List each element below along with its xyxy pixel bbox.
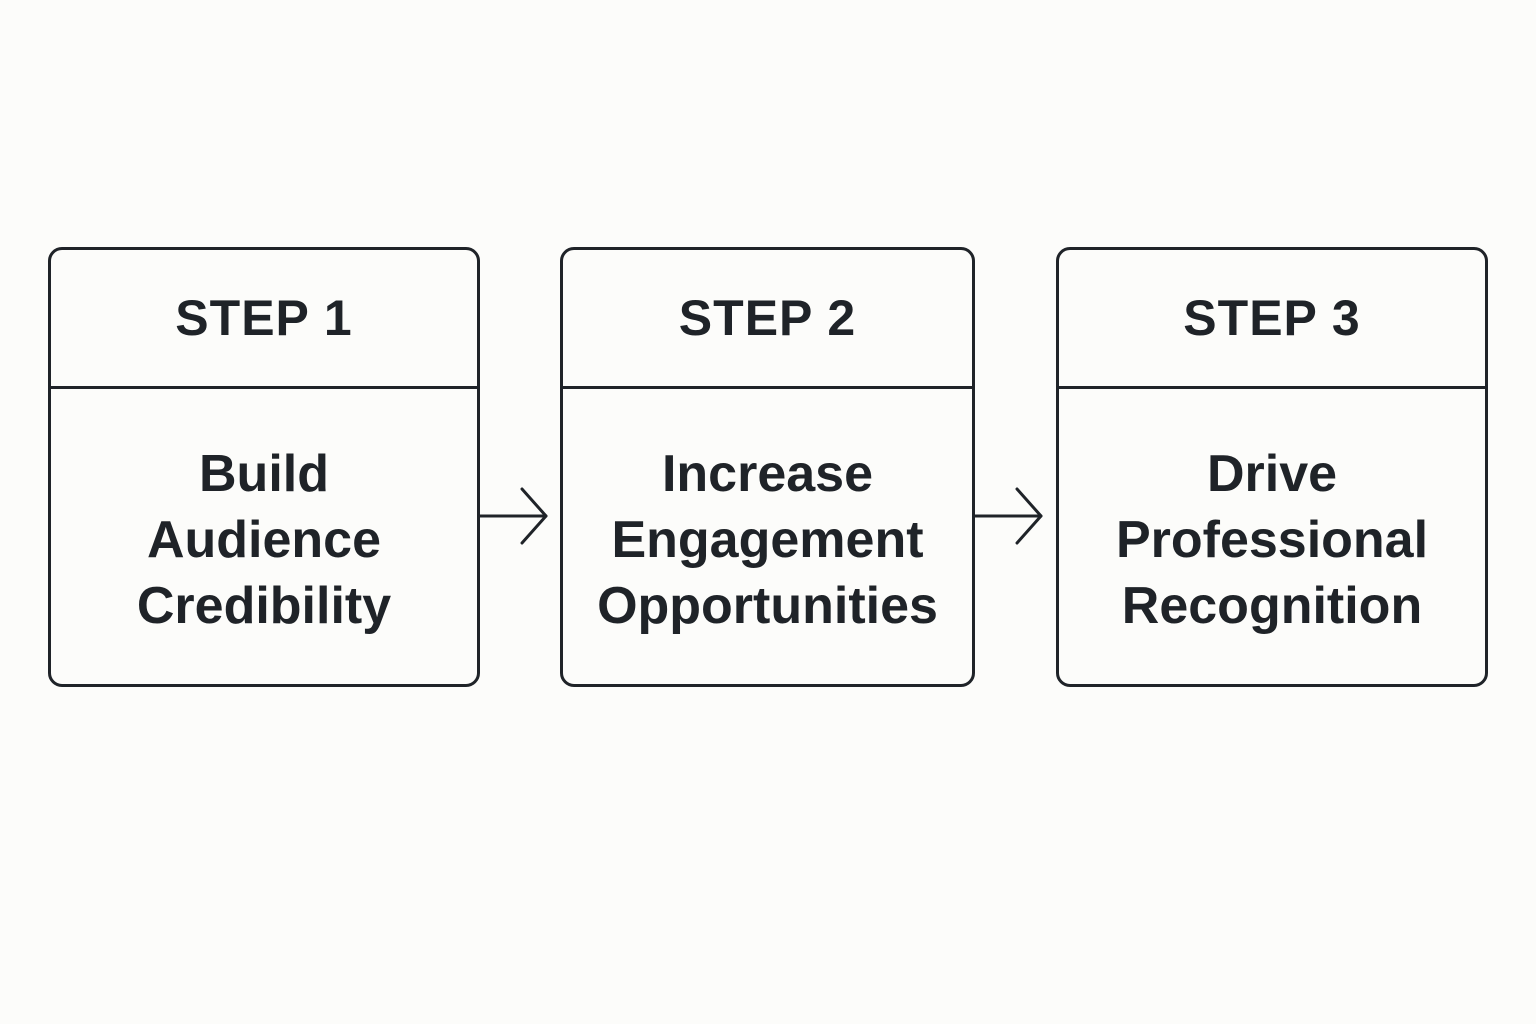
step-2-box: STEP 2 Increase Engagement Opportunities bbox=[560, 247, 975, 687]
step-3-line-1: Drive bbox=[1206, 445, 1338, 503]
step-2-line-1: Increase bbox=[661, 445, 874, 503]
step-2-line-2: Engagement bbox=[611, 511, 924, 569]
step-3-line-3: Recognition bbox=[1121, 577, 1423, 635]
arrow-right-icon bbox=[479, 487, 548, 545]
step-1-line-1: Build bbox=[199, 445, 329, 503]
step-2-description: Increase Engagement Opportunities bbox=[563, 389, 972, 684]
step-3-label: STEP 3 bbox=[1059, 250, 1485, 389]
step-1-line-2: Audience bbox=[146, 511, 382, 569]
step-1-box: STEP 1 Build Audience Credibility bbox=[48, 247, 480, 687]
step-2-line-3: Opportunities bbox=[597, 577, 938, 635]
step-3-box: STEP 3 Drive Professional Recognition bbox=[1056, 247, 1488, 687]
arrow-right-icon bbox=[974, 487, 1043, 545]
step-2-label: STEP 2 bbox=[563, 250, 972, 389]
step-3-line-2: Professional bbox=[1115, 511, 1429, 569]
step-1-line-3: Credibility bbox=[136, 577, 392, 635]
step-1-description: Build Audience Credibility bbox=[51, 389, 477, 684]
step-3-description: Drive Professional Recognition bbox=[1059, 389, 1485, 684]
step-1-label: STEP 1 bbox=[51, 250, 477, 389]
